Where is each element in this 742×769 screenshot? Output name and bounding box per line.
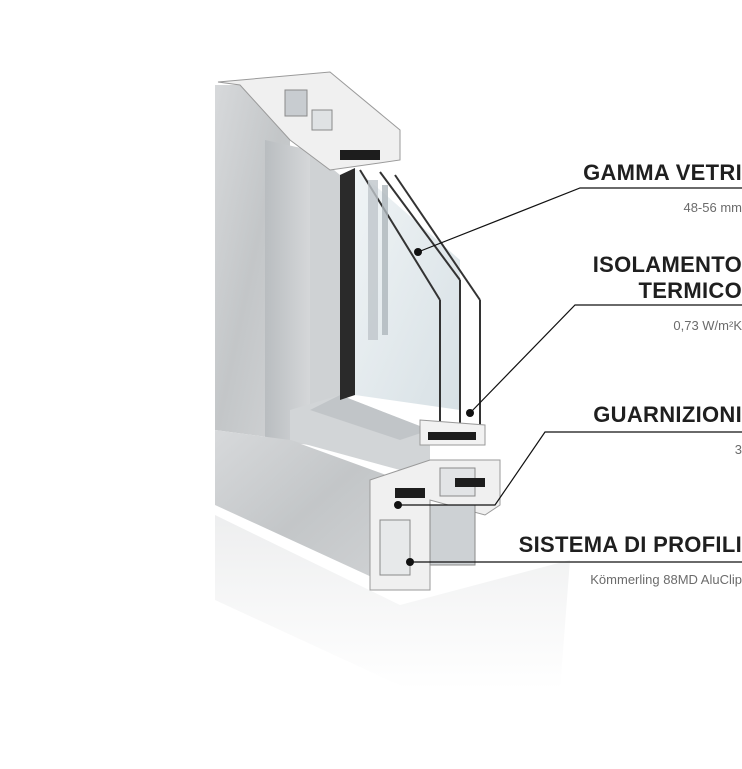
callout-title: SISTEMA DI PROFILI: [518, 532, 742, 557]
leader-dot-isolamento: [466, 409, 474, 417]
callout-title: GAMMA VETRI: [583, 160, 742, 185]
callout-title: GUARNIZIONI: [593, 402, 742, 427]
leader-dot-sistema: [406, 558, 414, 566]
leader-dot-gamma-vetri: [414, 248, 422, 256]
glass-edge-3: [394, 174, 481, 301]
callout-value: 0,73 W/m²K: [673, 318, 742, 333]
callout-value: 3: [734, 442, 742, 457]
callout-gamma-vetri: GAMMA VETRI 48-56 mm: [442, 160, 742, 216]
sash-vertical: [310, 150, 340, 410]
sash-bottom-bevel: [310, 395, 430, 440]
bottom-gasket-3: [455, 478, 485, 487]
callout-sistema-di-profili: SISTEMA DI PROFILI Kömmerling 88MD AluCl…: [442, 532, 742, 588]
leader-gamma-vetri: [417, 187, 742, 253]
glass-pane-interior: [355, 168, 460, 410]
callout-isolamento-termico: ISOLAMENTO TERMICO 0,73 W/m²K: [442, 252, 742, 334]
glass-pane-1: [340, 168, 355, 400]
bottom-gasket-2: [395, 488, 425, 498]
callout-guarnizioni: GUARNIZIONI 3: [442, 402, 742, 458]
callout-title-line-2: TERMICO: [638, 278, 742, 303]
top-profile-section: [217, 71, 401, 171]
top-gasket: [340, 150, 380, 160]
callout-title-line-1: ISOLAMENTO: [592, 252, 742, 277]
leader-guarnizioni: [398, 431, 742, 506]
callout-value: 48-56 mm: [683, 200, 742, 215]
callout-value: Kömmerling 88MD AluClip: [590, 572, 742, 587]
bottom-gasket-1: [428, 432, 476, 440]
leader-dot-guarnizioni: [394, 501, 402, 509]
bottom-chamber-1: [429, 504, 476, 566]
leader-isolamento: [469, 304, 742, 414]
inner-frame-face: [265, 140, 310, 445]
bottom-chamber-3: [379, 519, 411, 576]
glass-edge-2: [379, 171, 461, 281]
spacer-2: [382, 185, 388, 335]
leader-dots: [394, 248, 474, 566]
top-chamber-2: [311, 109, 333, 131]
top-chamber-1: [284, 89, 308, 117]
outer-frame-horizontal: [215, 430, 400, 590]
spacer-1: [368, 180, 378, 340]
floor-reflection: [215, 515, 570, 690]
leader-lines: [398, 187, 742, 563]
